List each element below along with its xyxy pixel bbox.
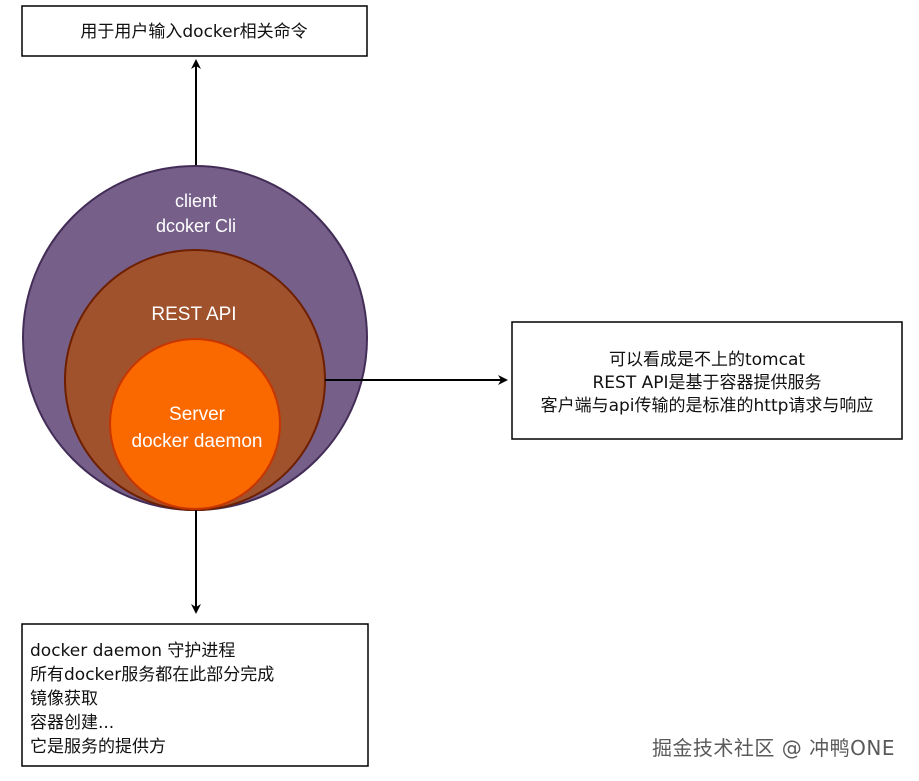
daemon-description-line-4: 容器创建...: [30, 713, 114, 733]
daemon-description-box: docker daemon 守护进程 所有docker服务都在此部分完成 镜像获…: [21, 623, 369, 767]
watermark: 掘金技术社区 @ 冲鸭ONE: [651, 736, 895, 760]
client-sublabel: dcoker Cli: [156, 216, 236, 236]
daemon-description-line-2: 所有docker服务都在此部分完成: [30, 665, 274, 685]
rest-api-description-box: 可以看成是不上的tomcat REST API是基于容器提供服务 客户端与api…: [511, 321, 903, 440]
server-label: Server: [169, 404, 226, 425]
daemon-description-line-3: 镜像获取: [30, 689, 98, 709]
client-label: client: [175, 191, 217, 211]
cli-description-text: 用于用户输入docker相关命令: [80, 22, 307, 42]
daemon-description-line-5: 它是服务的提供方: [30, 737, 166, 757]
cli-description-box: 用于用户输入docker相关命令: [21, 5, 368, 57]
rest-api-label: REST API: [151, 304, 236, 325]
server-sublabel: docker daemon: [132, 431, 263, 452]
daemon-description-line-1: docker daemon 守护进程: [30, 641, 235, 661]
server-circle: [109, 338, 281, 510]
rest-api-description-line-1: 可以看成是不上的tomcat: [609, 350, 805, 370]
rest-api-description-line-3: 客户端与api传输的是标准的http请求与响应: [541, 396, 874, 416]
rest-api-description-line-2: REST API是基于容器提供服务: [592, 373, 821, 393]
